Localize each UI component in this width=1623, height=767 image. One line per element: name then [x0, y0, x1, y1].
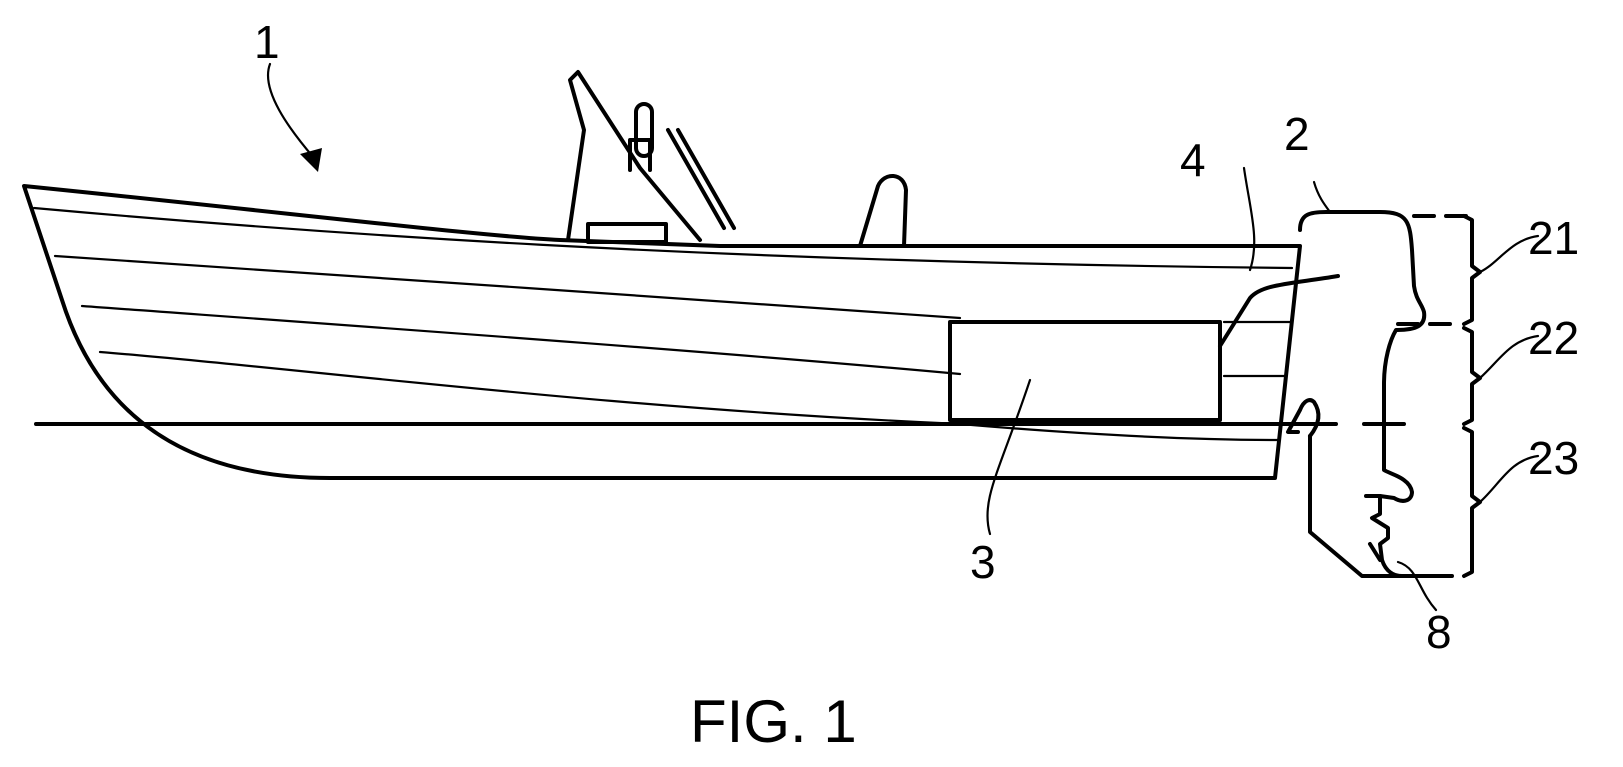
label-propeller: 8: [1426, 606, 1452, 658]
helm-console: [568, 72, 734, 242]
label-cable: 4: [1180, 134, 1206, 186]
battery-box: [950, 322, 1220, 420]
label-lower-section: 23: [1528, 432, 1579, 484]
leader-lines: [268, 64, 1538, 610]
label-middle-section: 22: [1528, 312, 1579, 364]
label-outboard-motor: 2: [1284, 108, 1310, 160]
section-markers: [1392, 216, 1480, 576]
motor-cable: [1220, 276, 1338, 346]
seat: [860, 176, 906, 246]
boat-hull: [24, 186, 1300, 478]
label-boat: 1: [254, 16, 280, 68]
figure-caption: FIG. 1: [690, 688, 857, 755]
label-battery: 3: [970, 536, 996, 588]
outboard-motor: [1288, 212, 1424, 576]
label-upper-section: 21: [1528, 212, 1579, 264]
arrowhead: [300, 148, 322, 172]
